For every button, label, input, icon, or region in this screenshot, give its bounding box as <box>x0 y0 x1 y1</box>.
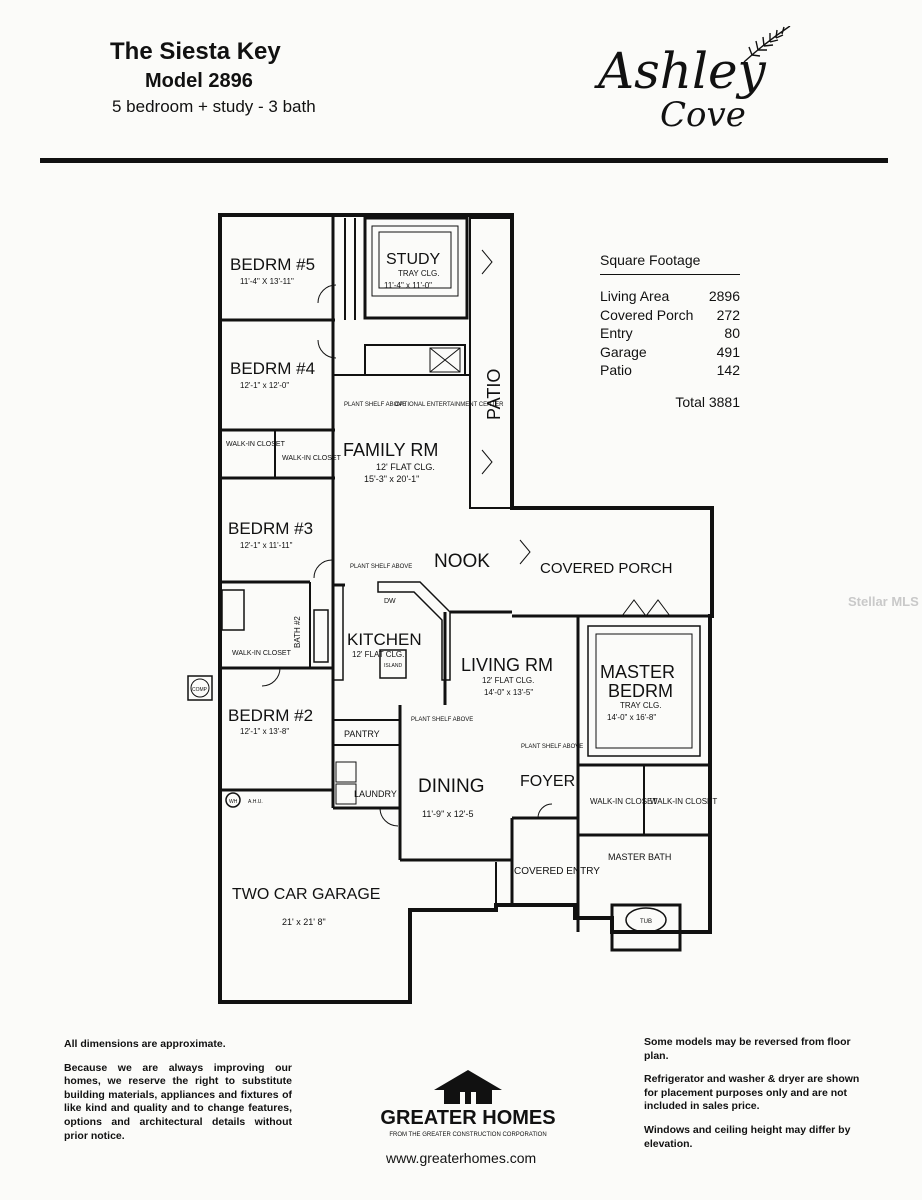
footer-windows-note: Windows and ceiling height may differ by… <box>644 1123 851 1150</box>
bedrm4-label: BEDRM #4 <box>230 359 315 378</box>
family-room-label: FAMILY RM <box>343 440 438 460</box>
island-label: ISLAND <box>384 663 402 669</box>
living-room-label: LIVING RM <box>461 655 553 675</box>
covered-porch-label: COVERED PORCH <box>540 560 673 577</box>
footer-improvement-note: Because we are always improving our home… <box>64 1061 292 1142</box>
bedrm2-dims: 12'-1" x 13'-8" <box>240 727 289 736</box>
bedrm4-dims: 12'-1" x 12'-0" <box>240 381 289 390</box>
entertainment-center: OPTIONAL ENTERTAINMENT CENTER <box>395 402 504 408</box>
plan-subtitle: 5 bedroom + study - 3 bath <box>112 97 316 116</box>
logo-line-2: Cove <box>660 95 746 135</box>
header-rule <box>40 158 888 163</box>
ashley-cove-logo: Ashley Cove <box>594 26 791 135</box>
dining-dims: 11'-9" x 12'-5 <box>422 809 474 819</box>
dishwasher-label: DW <box>384 598 396 605</box>
bedrm5-dims: 11'-4" X 13'-11" <box>240 277 294 286</box>
walls <box>187 213 714 1004</box>
patio-label: PATIO <box>484 369 504 420</box>
bedrm2-label: BEDRM #2 <box>228 706 313 725</box>
walkin-closet-5: WALK-IN CLOSET <box>650 797 717 806</box>
laundry-label: LAUNDRY <box>354 789 397 799</box>
greater-homes-logo: GREATER HOMES FROM THE GREATER CONSTRUCT… <box>380 1070 556 1138</box>
garage-dims: 21' x 21' 8" <box>282 917 326 927</box>
ahu-label: A.H.U. <box>248 799 263 805</box>
living-ceiling: 12' FLAT CLG. <box>482 676 534 685</box>
builder-subtitle: FROM THE GREATER CONSTRUCTION CORPORATIO… <box>389 1132 546 1138</box>
living-dims: 14'-0" x 13'-5" <box>484 688 533 697</box>
square-footage-heading: Square Footage <box>600 252 740 275</box>
kitchen-ceiling: 12' FLAT CLG. <box>352 650 404 659</box>
bedrm5-label: BEDRM #5 <box>230 255 315 274</box>
water-heater-label: WH <box>229 799 238 805</box>
plant-shelf-3: PLANT SHELF ABOVE <box>521 744 583 750</box>
bedrm3-label: BEDRM #3 <box>228 519 313 538</box>
master-ceiling: TRAY CLG. <box>620 701 662 710</box>
master-dims: 14'-0" x 16'-8" <box>607 713 656 722</box>
floor-plan: BEDRM #5 11'-4" X 13'-11" STUDY TRAY CLG… <box>187 213 717 1004</box>
walkin-closet-4: WALK-IN CLOSET <box>590 797 657 806</box>
palm-leaf-icon <box>743 26 791 63</box>
footer-left-notes: All dimensions are approximate. Because … <box>64 1038 292 1153</box>
footer-dimensions-note: All dimensions are approximate. <box>64 1038 226 1050</box>
walkin-closet-2: WALK-IN CLOSET <box>282 455 342 462</box>
footer-appliance-note: Refrigerator and washer & dryer are show… <box>644 1073 860 1113</box>
family-dims: 15'-3" x 20'-1" <box>364 474 419 484</box>
walkin-closet-1: WALK-IN CLOSET <box>226 441 286 448</box>
family-ceiling: 12' FLAT CLG. <box>376 462 435 472</box>
footer-right-notes: Some models may be reversed from floor p… <box>644 1036 872 1161</box>
plan-title: The Siesta Key <box>110 38 281 65</box>
compressor-label: COMP <box>192 687 208 693</box>
plant-shelf-1: PLANT SHELF ABOVE <box>344 402 406 408</box>
model-number: Model 2896 <box>145 70 253 92</box>
house-icon <box>434 1070 502 1104</box>
nook-label: NOOK <box>434 551 490 572</box>
sqft-total: Total 3881 <box>675 393 740 410</box>
logo-line-1: Ashley <box>594 42 767 100</box>
pantry-label: PANTRY <box>344 729 380 739</box>
master-bath-label: MASTER BATH <box>608 852 671 862</box>
walkin-closet-3: WALK-IN CLOSET <box>232 650 292 657</box>
footer-reversed-note: Some models may be reversed from floor p… <box>644 1036 851 1062</box>
study-ceiling: TRAY CLG. <box>398 269 440 278</box>
bath2-label: BATH #2 <box>293 616 302 648</box>
master-label-2: BEDRM <box>608 681 673 701</box>
plant-shelf-4: PLANT SHELF ABOVE <box>411 717 473 723</box>
watermark: Stellar MLS <box>848 594 919 609</box>
foyer-label: FOYER <box>520 773 575 790</box>
website-url: www.greaterhomes.com <box>386 1150 537 1166</box>
dining-label: DINING <box>418 776 485 797</box>
tub-label: TUB <box>640 919 652 925</box>
study-dims: 11'-4" x 11'-0" <box>384 281 432 290</box>
builder-name: GREATER HOMES <box>380 1107 555 1129</box>
garage-label: TWO CAR GARAGE <box>232 886 380 903</box>
plant-shelf-2: PLANT SHELF ABOVE <box>350 564 412 570</box>
bedrm3-dims: 12'-1" x 11'-11" <box>240 541 293 550</box>
study-label: STUDY <box>386 251 441 268</box>
master-label-1: MASTER <box>600 662 675 682</box>
covered-entry-label: COVERED ENTRY <box>514 866 600 877</box>
kitchen-label: KITCHEN <box>347 630 422 649</box>
